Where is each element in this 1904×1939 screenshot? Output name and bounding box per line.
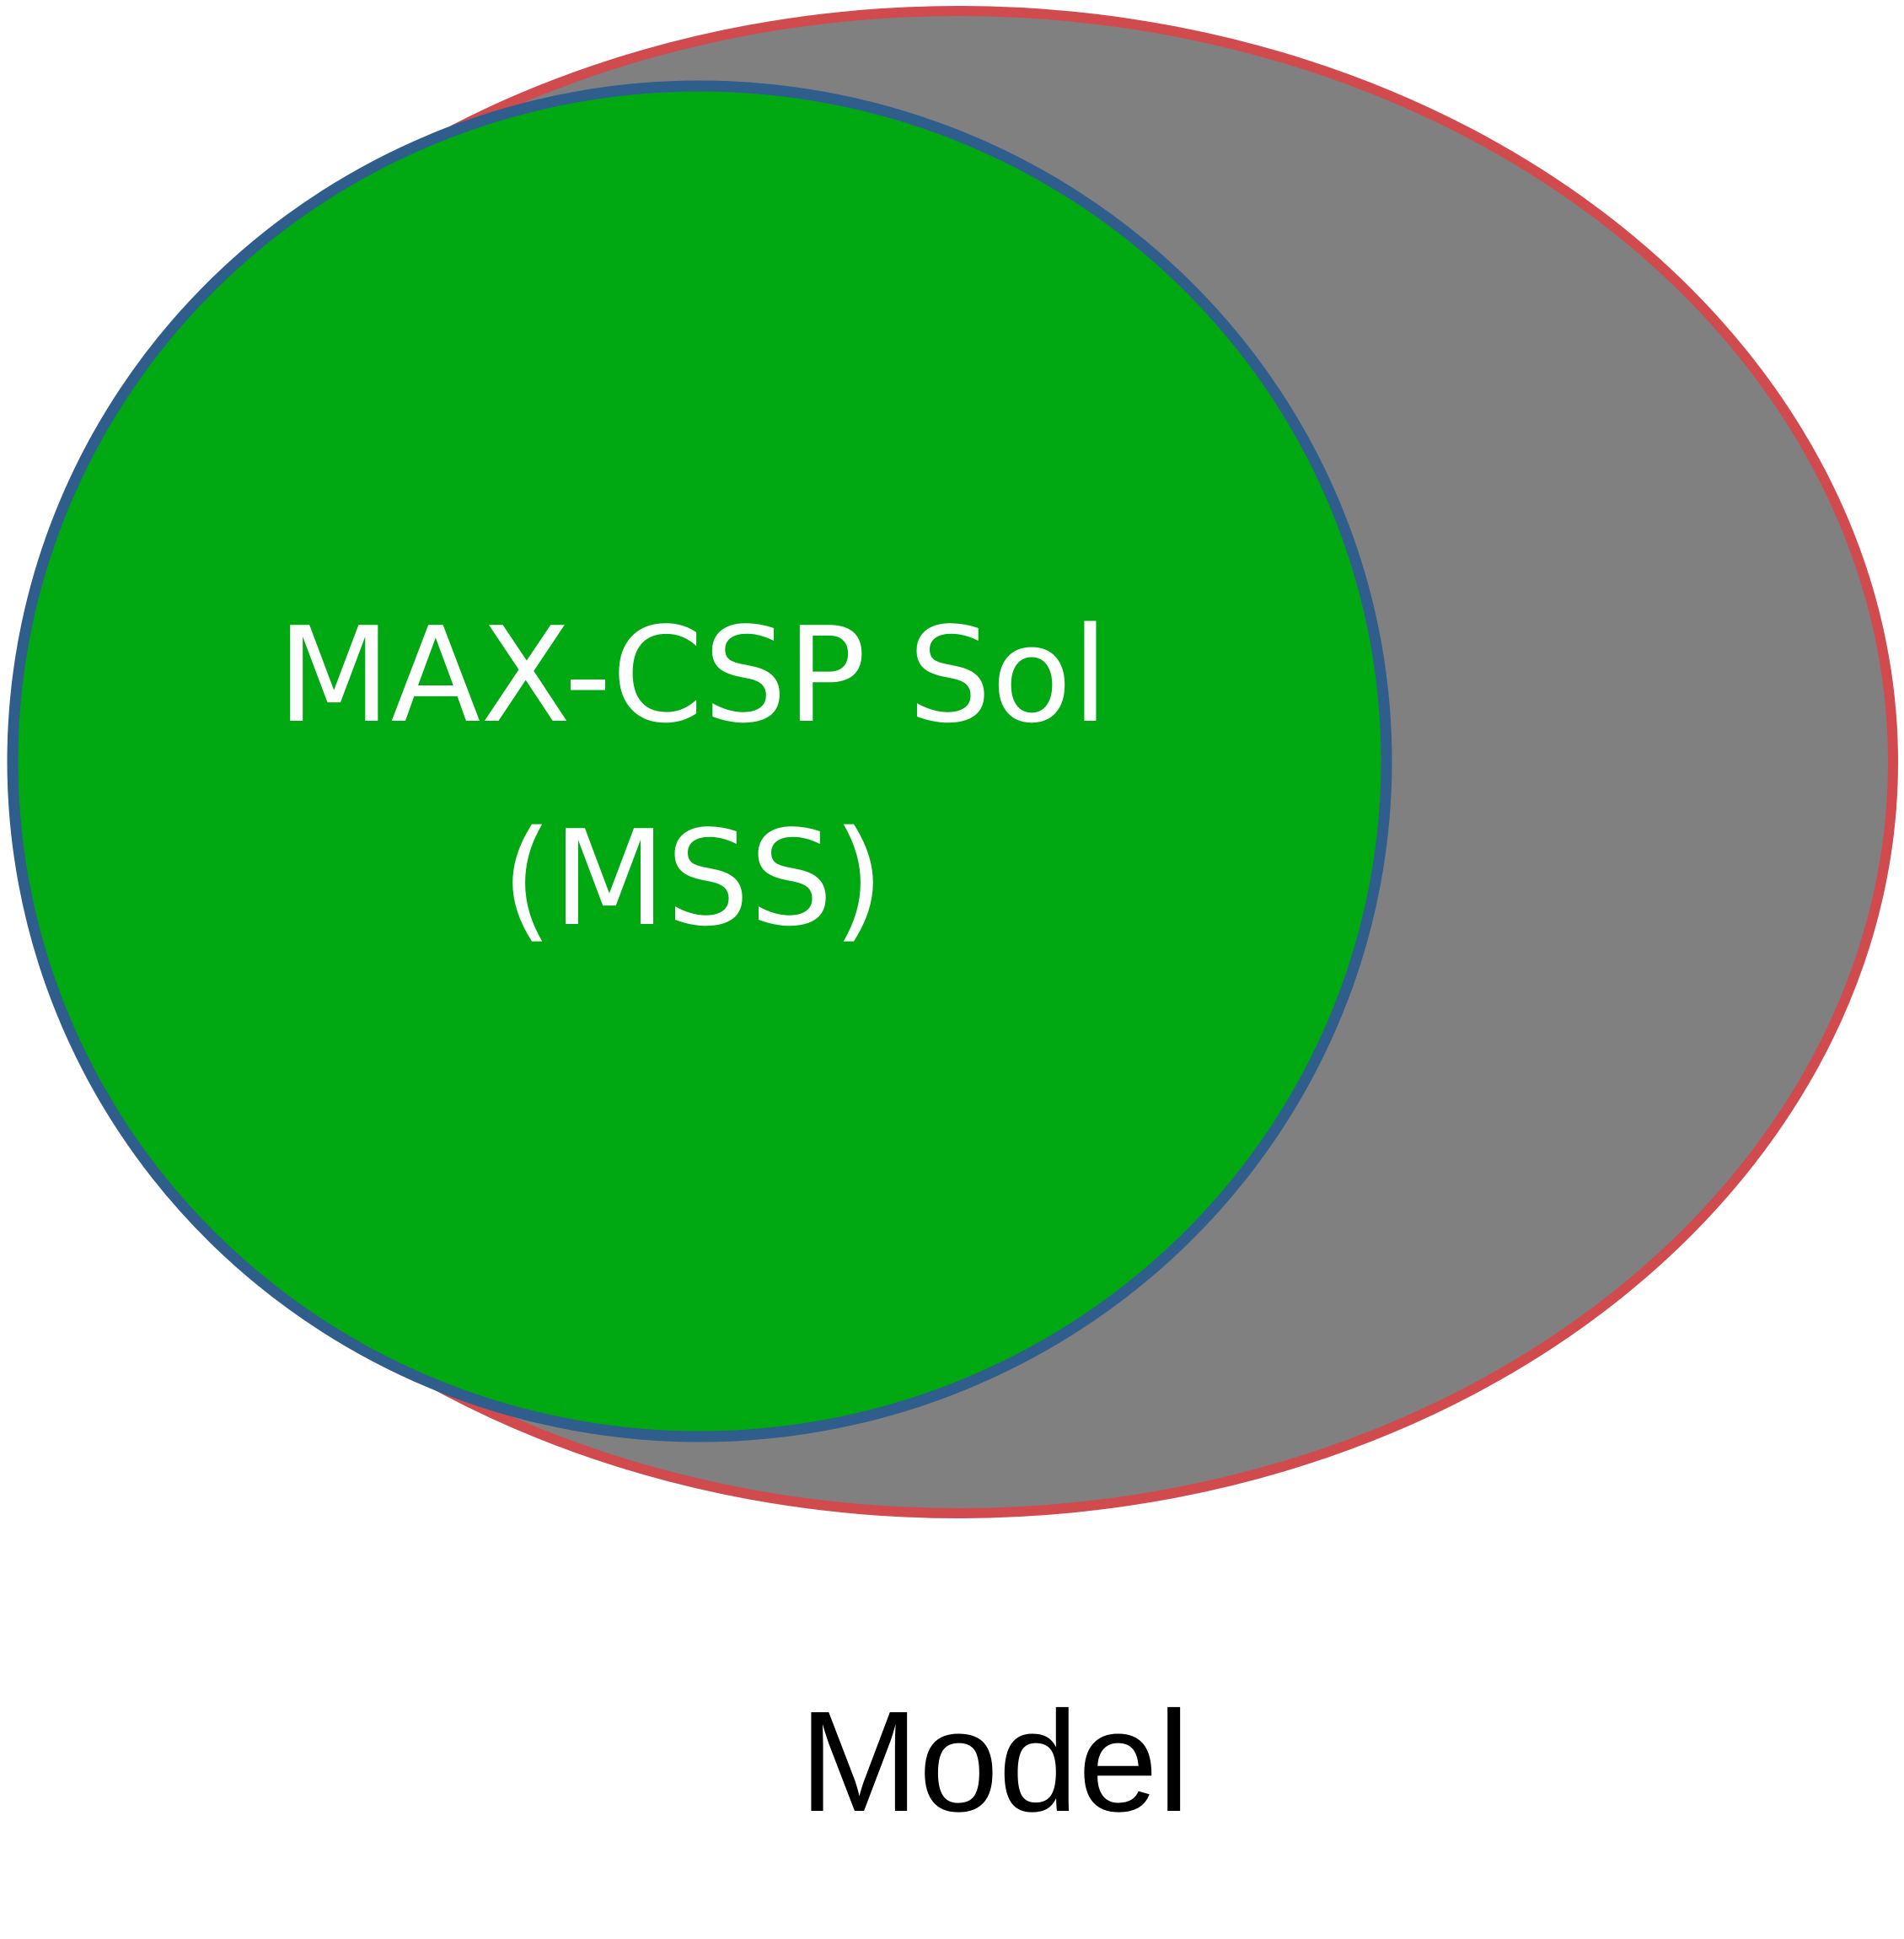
mss-label-line2: (MSS): [501, 802, 884, 955]
mss-label-line1: MAX-CSP Sol: [277, 599, 1108, 752]
mss-set-ellipse: [7, 80, 1392, 1442]
model-label: Model: [799, 1682, 1189, 1842]
